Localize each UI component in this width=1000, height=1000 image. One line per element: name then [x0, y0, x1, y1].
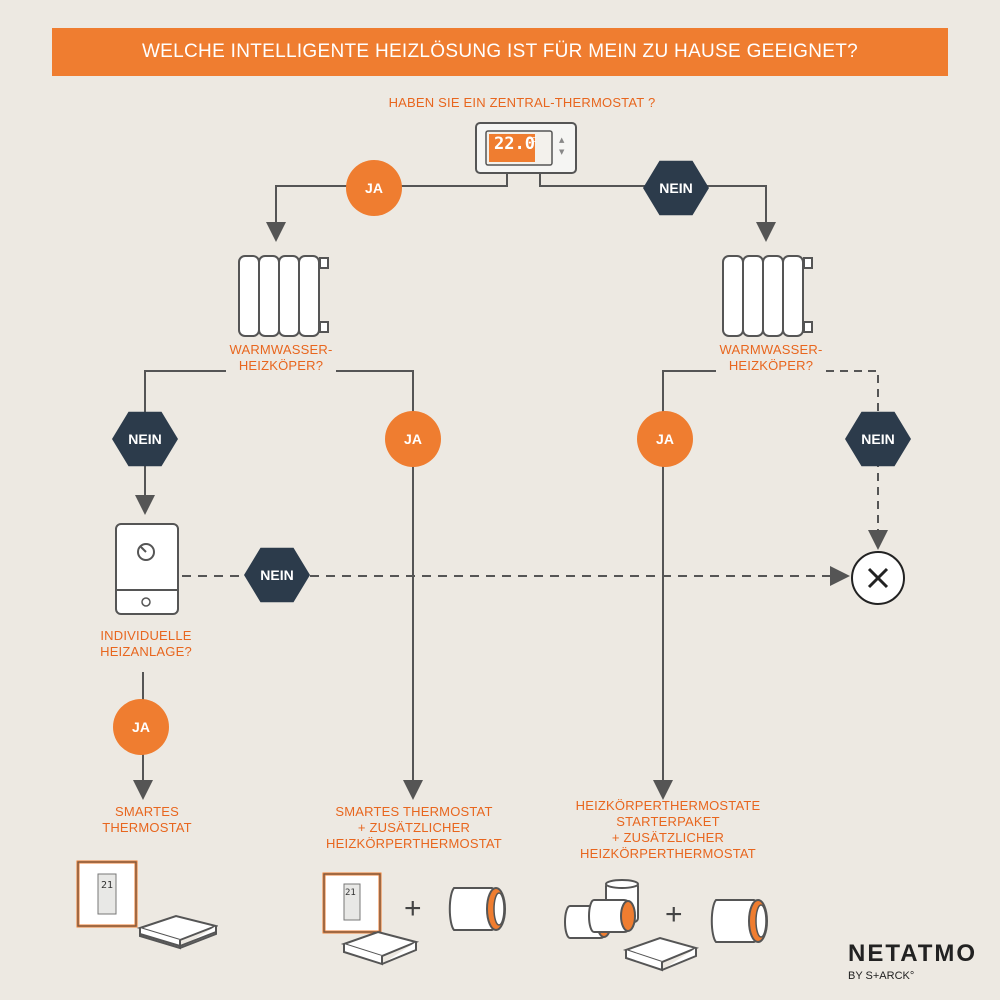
yes-badge-heating: JA [113, 699, 169, 755]
svg-text:▲: ▲ [559, 136, 565, 144]
radiator-valve-icon [448, 887, 506, 931]
question-heating: INDIVIDUELLE HEIZANLAGE? [100, 628, 192, 659]
radiator-left-icon [238, 255, 329, 337]
result-smart-thermostat-plus-valve: SMARTES THERMOSTAT + ZUSÄTZLICHER HEIZKÖ… [326, 804, 502, 851]
thermostat-screen [489, 134, 535, 162]
radiator-valve-extra-icon [710, 899, 768, 943]
yes-badge-radiator-right: JA [637, 411, 693, 467]
svg-text:▼: ▼ [559, 148, 565, 156]
central-thermostat-icon: ▲ ▼ [475, 122, 577, 174]
title-banner: WELCHE INTELLIGENTE HEIZLÖSUNG IST FÜR M… [52, 28, 948, 76]
result-smart-thermostat: SMARTES THERMOSTAT [102, 804, 192, 835]
question-radiator-left: WARMWASSER- HEIZKÖPER? [229, 342, 333, 373]
brand-subline: BY S+ARCK° [848, 970, 915, 982]
netatmo-logo: NETATMO BY S+ARCK° [848, 940, 977, 982]
thermostat-display: 22.0 [494, 134, 535, 154]
not-suitable-icon [851, 551, 905, 605]
result-valve-starter-pack: HEIZKÖRPERTHERMOSTATE STARTERPAKET + ZUS… [575, 798, 761, 861]
thermostat-unit: °C [528, 136, 537, 144]
plus-sign-1: + [404, 892, 422, 925]
brand-name: NETATMO [848, 940, 978, 967]
product-1-display: 21 [101, 880, 114, 891]
product-smart-thermostat-icon [76, 860, 218, 950]
yes-badge-radiator-left: JA [385, 411, 441, 467]
product-2-display: 21 [345, 888, 356, 898]
radiator-right-icon [722, 255, 813, 337]
boiler-icon [115, 523, 179, 615]
title: WELCHE INTELLIGENTE HEIZLÖSUNG IST FÜR M… [141, 41, 859, 62]
question-radiator-right: WARMWASSER- HEIZKÖPER? [719, 342, 823, 373]
product-valve-starter-pack-icon [564, 879, 700, 972]
product-thermostat-valve-icon [322, 872, 420, 966]
question-thermostat: HABEN SIE EIN ZENTRAL-THERMOSTAT ? [388, 95, 656, 110]
plus-sign-2: + [665, 898, 683, 931]
yes-badge-thermostat: JA [346, 160, 402, 216]
